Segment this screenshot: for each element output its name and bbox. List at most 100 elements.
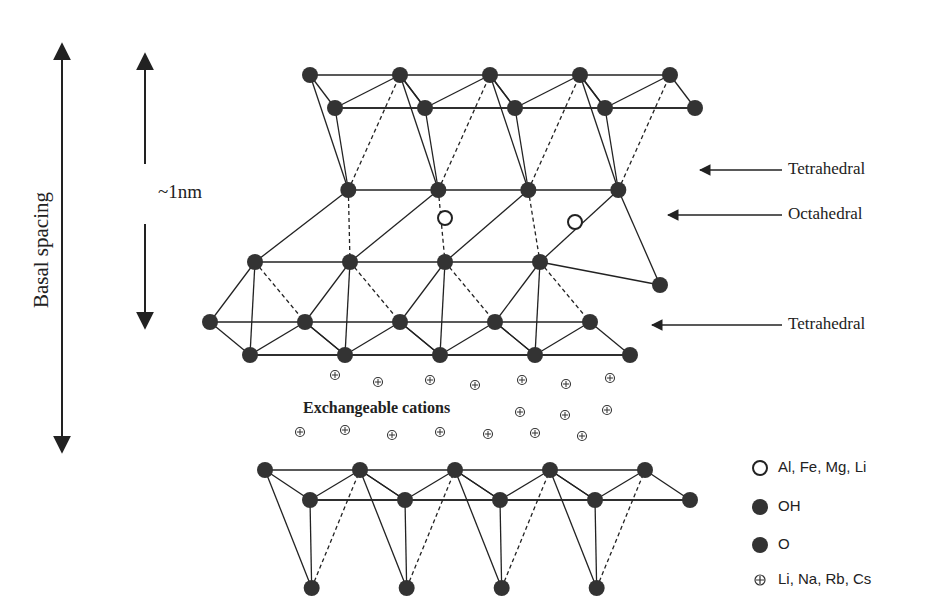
bond-line	[440, 262, 445, 355]
oxygen-atom	[487, 314, 503, 330]
bond-line	[500, 470, 550, 500]
atoms	[202, 67, 703, 596]
oxygen-atom	[337, 347, 353, 363]
bond-line	[540, 190, 618, 262]
bond-line	[425, 108, 438, 190]
bond-line	[335, 75, 400, 108]
oxygen-atom	[532, 254, 548, 270]
legend-symbol	[756, 576, 764, 584]
oxygen-atom	[399, 580, 415, 596]
cation-symbol	[603, 406, 612, 415]
bond-line	[348, 75, 400, 190]
bond-line	[405, 470, 455, 500]
bond-line	[405, 499, 500, 500]
cation-symbol	[426, 376, 435, 385]
cation-symbol	[436, 428, 445, 437]
cation-symbol	[562, 412, 568, 418]
cation-symbol	[604, 407, 610, 413]
oxygen-atom	[637, 462, 653, 478]
cation-symbol	[517, 409, 523, 415]
cation-symbol	[518, 376, 527, 385]
cation-symbol	[389, 432, 395, 438]
cation-symbol	[606, 374, 615, 383]
cation-symbol	[516, 408, 525, 417]
bond-line	[618, 190, 660, 285]
cation-label: Exchangeable cations	[300, 398, 453, 418]
pointer-arrows	[652, 170, 782, 325]
bond-line	[310, 75, 348, 190]
legend-symbol	[752, 499, 768, 515]
oxygen-atom	[352, 462, 368, 478]
bond-line	[515, 108, 528, 190]
oxygen-atom	[482, 67, 498, 83]
bond-line	[438, 190, 445, 262]
bond-line	[360, 470, 405, 500]
bond-line	[595, 500, 597, 588]
bond-line	[605, 75, 670, 108]
bond-line	[310, 500, 312, 588]
bond-line	[500, 500, 502, 588]
cation-symbol	[562, 380, 571, 389]
bond-line	[265, 470, 310, 500]
oxygen-atom	[340, 182, 356, 198]
bond-line	[360, 470, 405, 500]
oxygen-atom	[392, 67, 408, 83]
oxygen-atom	[437, 254, 453, 270]
oxygen-atom	[432, 347, 448, 363]
bond-line	[550, 470, 595, 500]
cation-symbol	[331, 371, 340, 380]
cation-symbol	[531, 429, 540, 438]
dimension-label: Basal spacing	[30, 192, 53, 308]
bond-line	[618, 75, 670, 190]
bond-line	[502, 470, 550, 588]
cation-symbol	[388, 431, 397, 440]
exchangeable-cations	[296, 371, 615, 441]
bond-lines	[210, 75, 695, 588]
bond-line	[515, 75, 580, 108]
cation-symbol	[296, 428, 305, 437]
bond-line	[495, 262, 540, 322]
cation-symbol	[472, 382, 478, 388]
bond-line	[350, 261, 445, 262]
oxygen-atom	[520, 182, 536, 198]
cation-symbol	[427, 377, 433, 383]
sheet-label: Tetrahedral	[788, 160, 865, 179]
bond-line	[348, 189, 438, 190]
bond-line	[440, 354, 535, 355]
pointer-line	[668, 214, 782, 215]
legend-symbols	[752, 461, 768, 585]
cation-symbol	[578, 432, 587, 441]
cation-symbol	[485, 431, 491, 437]
bond-line	[528, 75, 580, 190]
oxygen-atom	[610, 182, 626, 198]
bond-line	[605, 107, 695, 108]
bond-line	[440, 322, 495, 355]
sheet-label: Octahedral	[788, 205, 863, 224]
bond-line	[455, 470, 500, 500]
bond-line	[407, 470, 455, 588]
cation-symbol	[297, 429, 303, 435]
cation-symbol	[437, 429, 443, 435]
oxygen-atom	[430, 182, 446, 198]
bond-line	[490, 75, 528, 190]
legend-symbol	[755, 575, 765, 585]
dimension-label: ~1nm	[158, 182, 202, 203]
bond-line	[335, 108, 348, 190]
oxygen-atom	[247, 254, 263, 270]
bond-line	[405, 500, 407, 588]
pointer-line	[700, 169, 782, 170]
bond-line	[445, 262, 495, 322]
oxygen-atom	[447, 462, 463, 478]
bond-line	[310, 470, 360, 500]
legend-text: O	[778, 536, 790, 553]
cation-symbol	[342, 427, 348, 433]
legend-symbol	[752, 537, 768, 553]
cation-symbol	[471, 381, 480, 390]
bond-line	[312, 470, 360, 588]
oxygen-atom	[597, 100, 613, 116]
cation-symbol	[375, 379, 381, 385]
bond-line	[345, 322, 400, 355]
nm-arrow-lower	[144, 224, 146, 328]
oxygen-atom	[494, 580, 510, 596]
